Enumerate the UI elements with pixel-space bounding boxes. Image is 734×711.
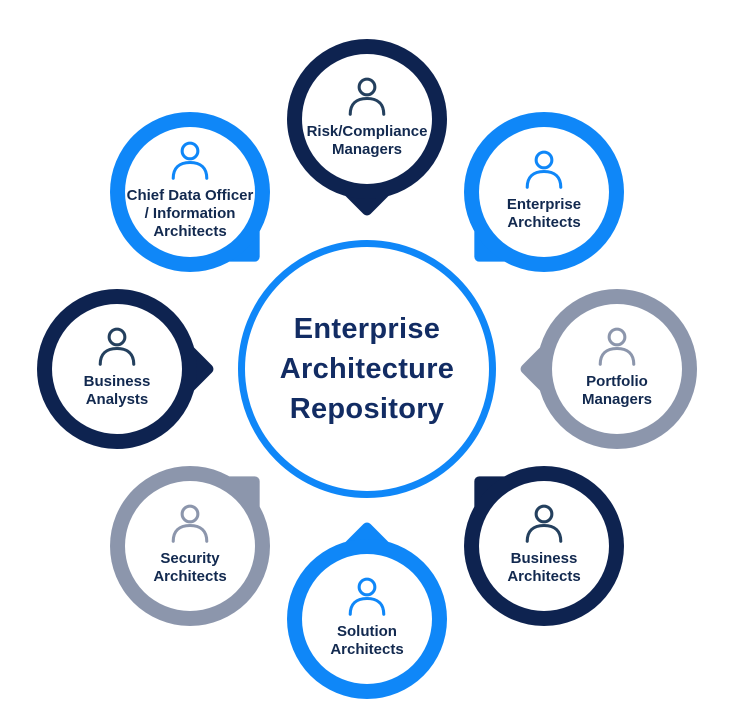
person-icon bbox=[525, 504, 563, 543]
person-icon bbox=[98, 327, 136, 366]
person-icon bbox=[525, 150, 563, 189]
person-icon bbox=[171, 141, 209, 180]
person-icon bbox=[598, 327, 636, 366]
person-icon bbox=[171, 504, 209, 543]
person-icon bbox=[348, 77, 386, 116]
person-icon bbox=[348, 577, 386, 616]
